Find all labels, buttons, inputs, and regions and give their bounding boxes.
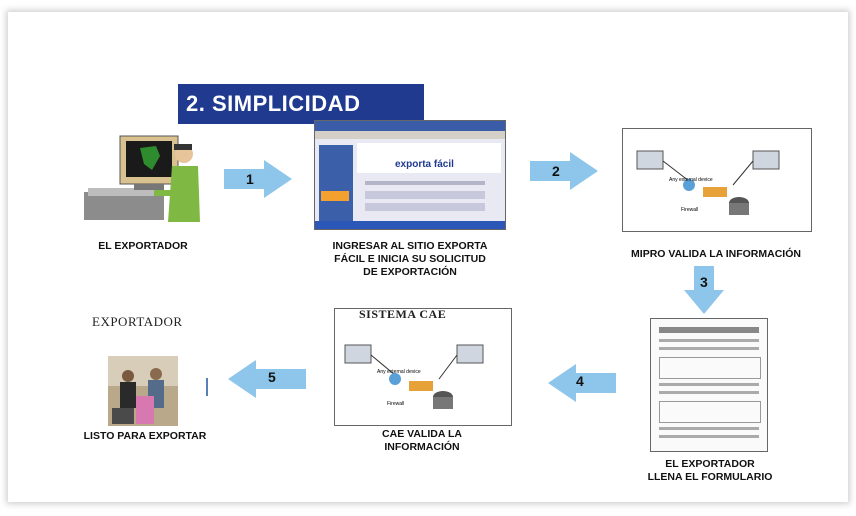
sistema-cae-title: SISTEMA CAE: [359, 307, 447, 321]
step-llena-label: EL EXPORTADOR LLENA EL FORMULARIO: [647, 458, 773, 483]
slide-title: 2. SIMPLICIDAD: [178, 84, 424, 124]
export-form-document: [650, 318, 768, 452]
step-ingresar-label: INGRESAR AL SITIO EXPORTA FÁCIL E INICIA…: [332, 240, 488, 278]
step-arrow-4: [548, 364, 616, 402]
exporta-facil-logo: exporta fácil: [395, 159, 454, 170]
step-arrow-3: [684, 266, 724, 314]
mipro-network-diagram: Any external device Firewall: [622, 128, 812, 232]
sistema-cae-diagram: SISTEMA CAE Any external device Firewall: [334, 307, 512, 426]
step-arrow-5: [228, 360, 306, 398]
ready-to-export-photo: [108, 356, 178, 426]
svg-text:Firewall: Firewall: [387, 401, 404, 407]
exportador-heading: EXPORTADOR: [92, 314, 183, 329]
svg-text:Any external device: Any external device: [669, 177, 713, 183]
step-arrow-1: [224, 160, 292, 198]
svg-text:Firewall: Firewall: [681, 207, 698, 213]
step-mipro-label: MIPRO VALIDA LA INFORMACIÓN: [631, 248, 801, 260]
divider-mark: [206, 378, 208, 396]
exporter-computer-illustration: [84, 135, 200, 222]
step-arrow-2: [530, 152, 598, 190]
step-exportador-label: EL EXPORTADOR: [98, 240, 188, 252]
step-listo-label: LISTO PARA EXPORTAR: [83, 430, 207, 442]
exporta-facil-website-thumbnail: exporta fácil: [314, 120, 506, 230]
svg-text:Any external device: Any external device: [377, 369, 421, 375]
step-cae-label: CAE VALIDA LA INFORMACIÓN: [382, 428, 462, 453]
